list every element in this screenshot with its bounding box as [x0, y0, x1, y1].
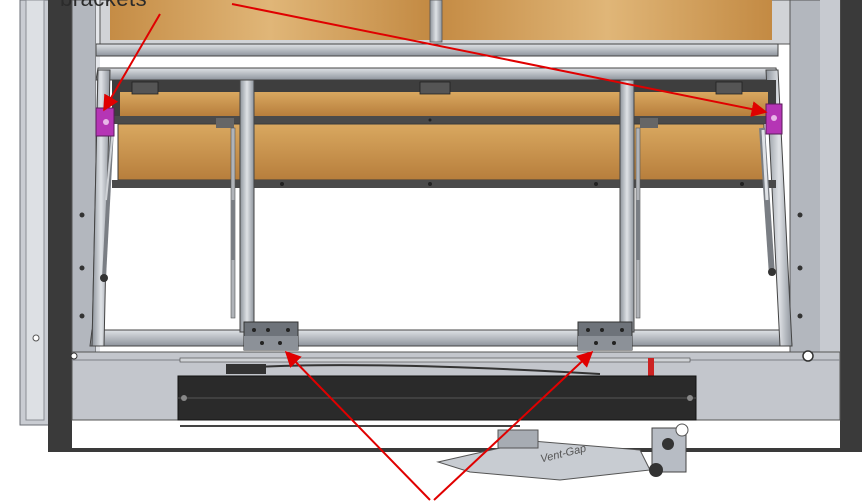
crank-handle — [436, 423, 689, 481]
arrow-to-left-hinge — [284, 350, 431, 501]
arrow-to-left-bracket — [103, 13, 161, 112]
purple-bracket-right — [765, 103, 783, 135]
gas-struts — [100, 127, 776, 282]
vertical-mullions — [230, 79, 641, 333]
inner-wood-panel — [112, 80, 776, 188]
operator-assembly — [177, 357, 697, 427]
bottom-hinges — [243, 321, 633, 351]
annotation-arrows — [103, 3, 768, 501]
outer-frame-shadow — [19, 0, 51, 426]
arrow-to-right-hinge — [433, 350, 594, 501]
arrow-to-right-bracket — [231, 3, 768, 117]
purple-bracket-left — [95, 107, 115, 137]
annotation-label: brackets — [60, 0, 147, 12]
frame-screws — [32, 212, 814, 362]
